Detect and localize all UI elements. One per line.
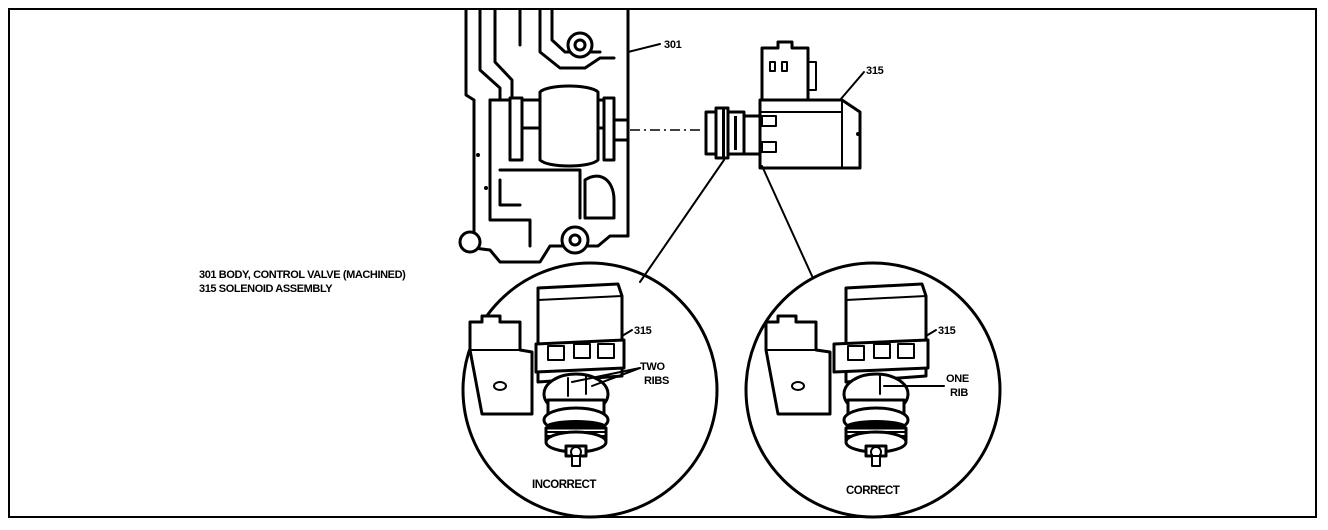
- note-left-line2: RIBS: [644, 375, 669, 387]
- valve-body-illustration: [458, 8, 630, 264]
- note-left-line1: TWO: [640, 361, 666, 373]
- caption-incorrect: INCORRECT: [532, 479, 596, 491]
- callout-315-right: 315: [938, 325, 956, 337]
- callout-315-top: 315: [866, 65, 884, 77]
- legend-line-301: 301 BODY, CONTROL VALVE (MACHINED): [199, 269, 406, 281]
- detail-leader-right: [761, 165, 813, 277]
- note-right-line2: RIB: [950, 387, 968, 399]
- solenoid-assembly-illustration: [704, 40, 862, 170]
- caption-correct: CORRECT: [846, 485, 900, 497]
- detail-correct: [744, 261, 1002, 519]
- detail-incorrect: [461, 261, 719, 519]
- callout-301: 301: [664, 39, 682, 51]
- detail-leader-left: [639, 159, 725, 283]
- legend-line-315: 315 SOLENOID ASSEMBLY: [199, 283, 333, 295]
- note-right-line1: ONE: [946, 373, 969, 385]
- callout-315-left: 315: [634, 325, 652, 337]
- frame: [8, 8, 1317, 518]
